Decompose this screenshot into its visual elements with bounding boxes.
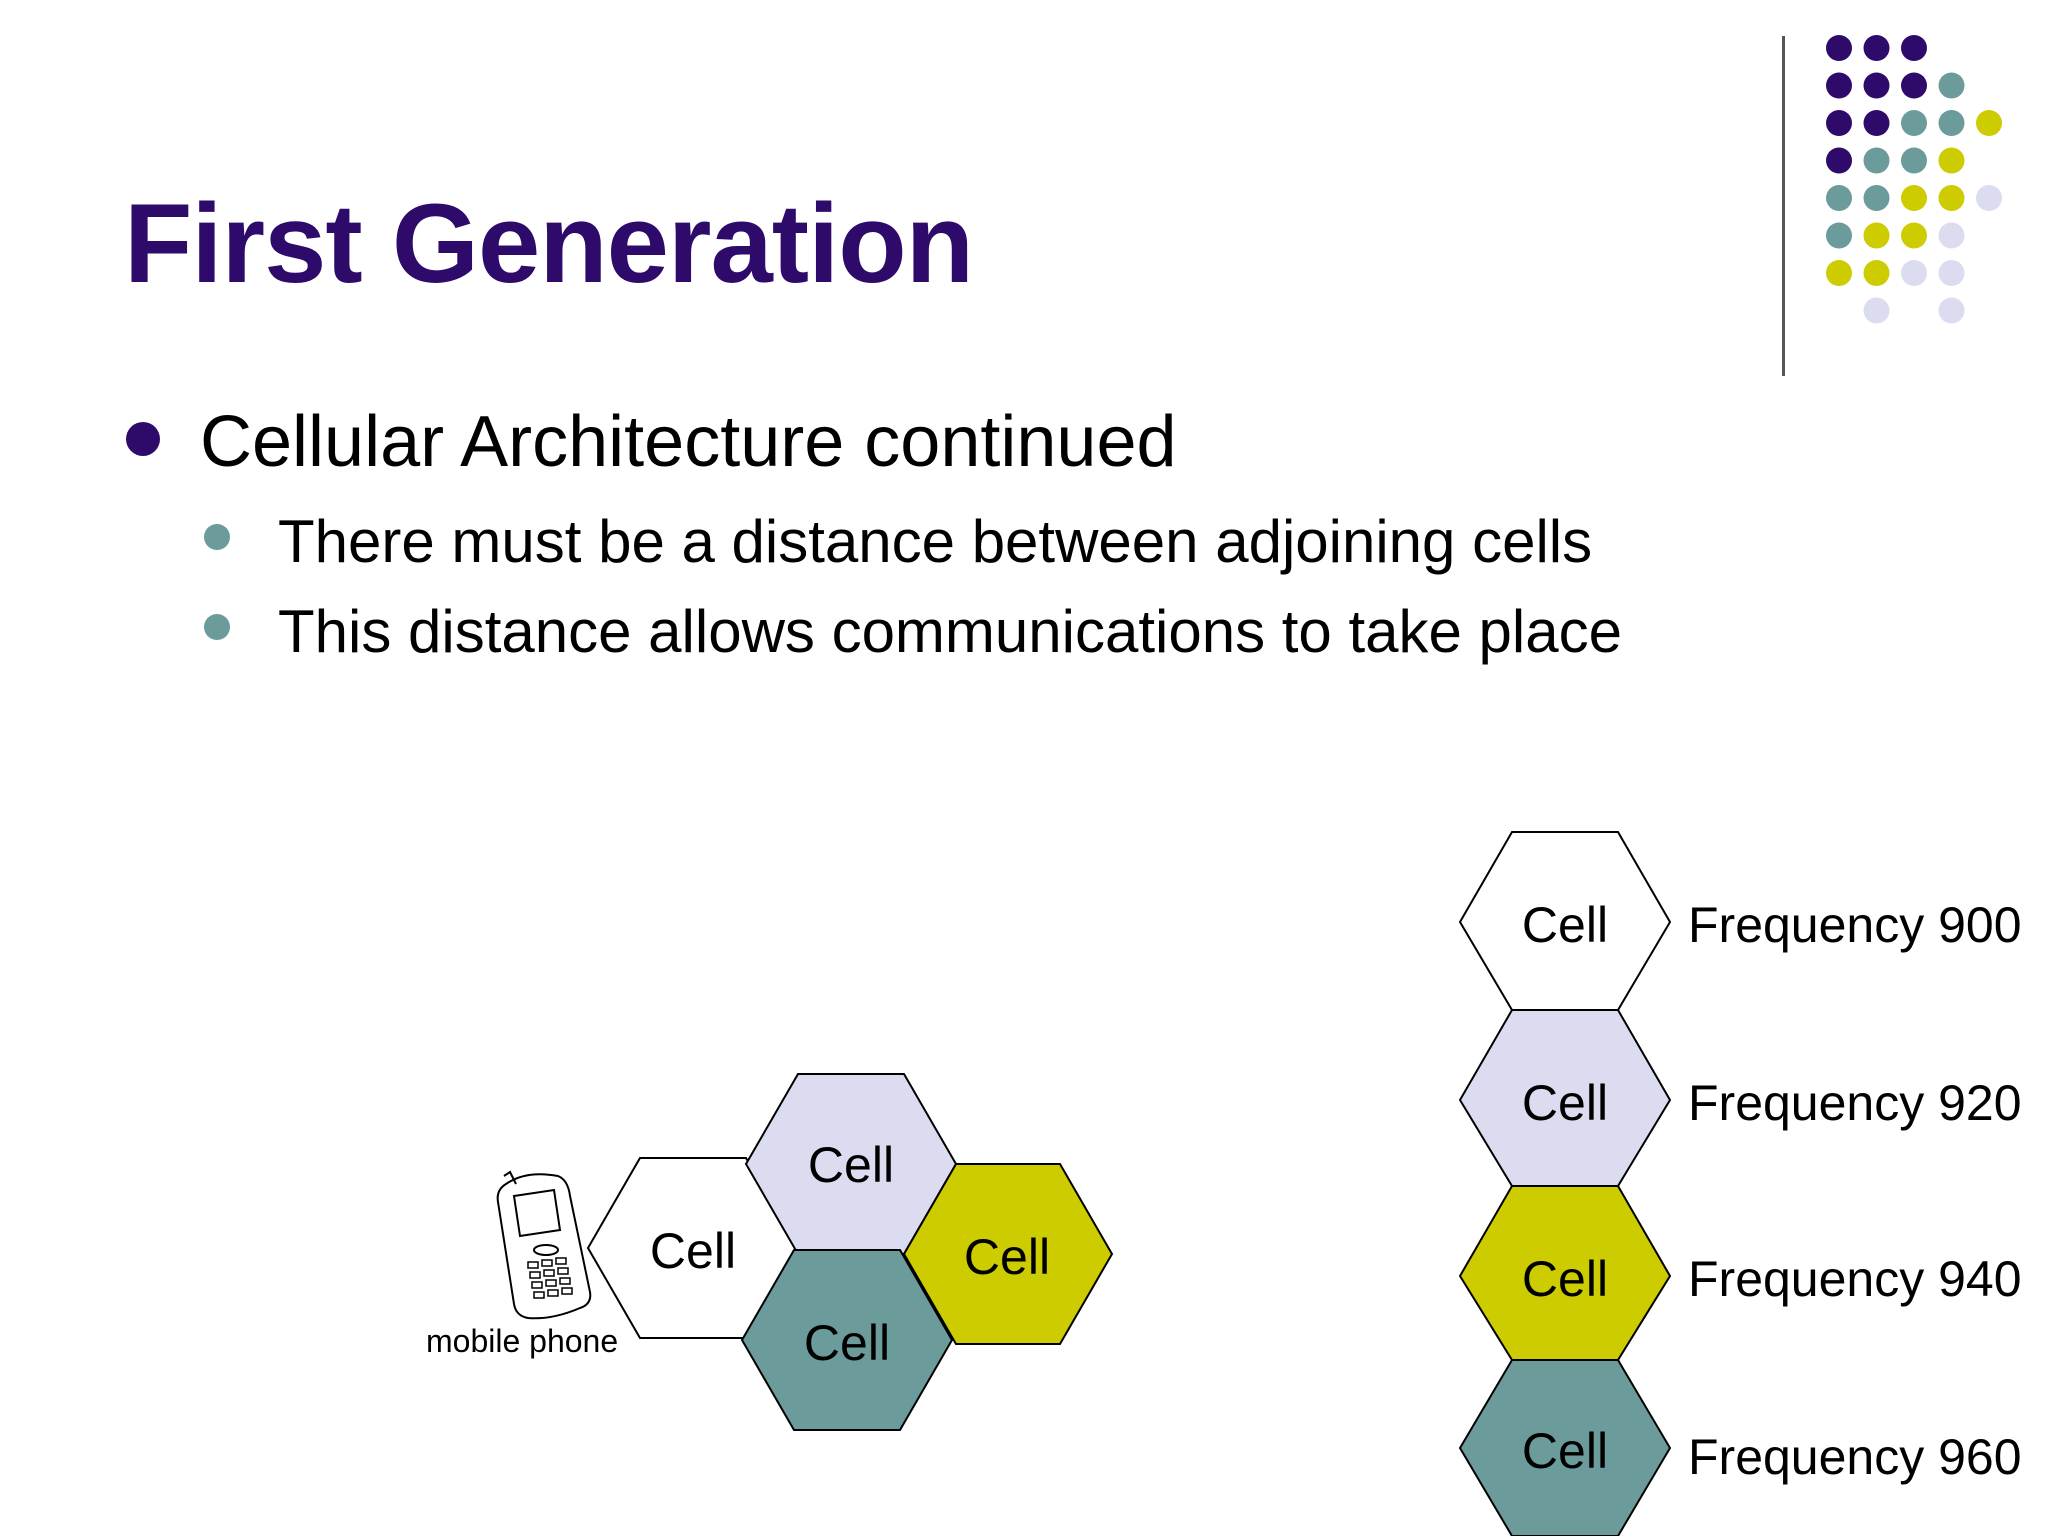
slide-title: First Generation — [124, 181, 974, 306]
decorative-dot — [1901, 147, 1927, 174]
decorative-dot — [1826, 110, 1852, 136]
decorative-dot — [1901, 35, 1927, 61]
mobile-phone-label: mobile phone — [426, 1323, 618, 1359]
decorative-dot — [1901, 260, 1927, 286]
frequency-label: Frequency 940 — [1688, 1251, 2022, 1307]
decorative-dot — [1826, 35, 1852, 61]
mobile-phone-icon — [496, 1170, 592, 1320]
decorative-dot — [1938, 185, 1965, 211]
decorative-dot — [1826, 260, 1852, 286]
decorative-dot — [1863, 260, 1890, 286]
sub-bullet-text-1: There must be a distance between adjoini… — [278, 508, 1593, 575]
title-divider-line — [1782, 36, 1785, 376]
decorative-dot — [1938, 297, 1965, 324]
decorative-dot — [1863, 147, 1890, 174]
decorative-dot — [1901, 185, 1927, 211]
decorative-dot — [1863, 297, 1890, 324]
frequency-label: Frequency 920 — [1688, 1075, 2022, 1131]
decorative-dot — [1938, 110, 1965, 136]
hex-cell-label: Cell — [804, 1315, 890, 1371]
decorative-dot — [1938, 147, 1965, 174]
decorative-dot — [1863, 110, 1890, 136]
hex-cell-label: Cell — [1522, 1251, 1608, 1307]
sub-bullet-text-2: This distance allows communications to t… — [278, 598, 1622, 665]
decorative-dot — [1938, 72, 1965, 99]
sub-bullet-dot — [204, 524, 230, 550]
decorative-dot — [1976, 110, 2002, 136]
decorative-dot — [1976, 185, 2002, 211]
hex-cell-label: Cell — [964, 1229, 1050, 1285]
decorative-dot — [1938, 222, 1965, 249]
hex-cell-label: Cell — [1522, 897, 1608, 953]
decorative-dot — [1901, 222, 1927, 249]
decorative-dot — [1863, 222, 1890, 249]
frequency-label: Frequency 900 — [1688, 897, 2022, 953]
decorative-dot — [1863, 35, 1890, 61]
hex-cell-label: Cell — [1522, 1423, 1608, 1479]
hex-cell-label: Cell — [650, 1223, 736, 1279]
decorative-dot — [1901, 72, 1927, 99]
decorative-dot — [1826, 222, 1852, 249]
hex-cell-label: Cell — [808, 1137, 894, 1193]
hex-cell-teal — [740, 1249, 954, 1431]
decorative-dot — [1863, 185, 1890, 211]
frequency-label: Frequency 960 — [1688, 1429, 2022, 1485]
decorative-dot — [1938, 260, 1965, 286]
decorative-dot — [1826, 72, 1852, 99]
decorative-dot — [1901, 110, 1927, 136]
sub-bullet-dot — [204, 614, 230, 640]
bullet-dot — [126, 422, 160, 456]
hex-cell-label: Cell — [1522, 1075, 1608, 1131]
bullet-text: Cellular Architecture continued — [200, 402, 1177, 482]
hex-cell-olive — [902, 1163, 1114, 1345]
decorative-dot — [1863, 72, 1890, 99]
hex-cell-teal — [1458, 1359, 1672, 1536]
decorative-dot — [1826, 185, 1852, 211]
decorative-dot — [1826, 147, 1852, 174]
